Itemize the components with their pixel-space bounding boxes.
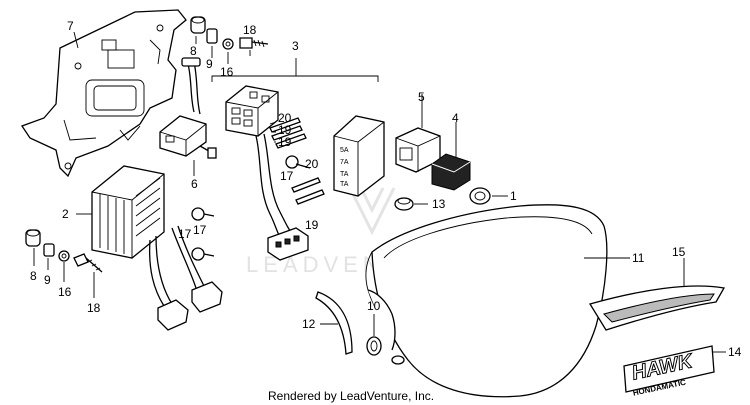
- callout-16-upper: 16: [220, 65, 234, 79]
- callout-15: 15: [672, 245, 686, 259]
- callout-14: 14: [728, 345, 742, 359]
- regulator-bolts: [191, 207, 215, 261]
- fuse-label-1: 5A: [340, 147, 349, 154]
- part-10-grommet: [366, 314, 382, 356]
- part-12-trim: [315, 291, 353, 355]
- callout-8-lower: 8: [30, 269, 37, 283]
- callout-16-lower: 16: [58, 285, 72, 299]
- fuse-label-3: TA: [340, 171, 349, 178]
- part-16-washer-upper: [222, 38, 234, 50]
- part-5-holder: [395, 94, 441, 173]
- callout-17-mid: 17: [280, 169, 294, 183]
- fuse-label-4: TA: [340, 181, 349, 188]
- part-16-washer-lower: [58, 250, 70, 262]
- callout-20-upper: 20: [278, 111, 292, 125]
- callout-19-lower: 19: [305, 218, 319, 232]
- part-18-bolt-upper: [239, 37, 253, 49]
- part-9-collar-lower: [43, 243, 55, 257]
- callout-17-left: 17: [178, 227, 192, 241]
- part-7-bracket: [21, 9, 187, 178]
- part-1-grommet: [469, 187, 508, 205]
- credit-text: Rendered by LeadVenture, Inc.: [268, 389, 434, 403]
- callout-9-upper: 9: [206, 57, 213, 71]
- callout-3: 3: [292, 39, 299, 53]
- callout-18-upper: 18: [243, 23, 257, 37]
- callout-5: 5: [418, 90, 425, 104]
- part-14-emblem: HAWK HONDAMATIC: [623, 345, 726, 398]
- callout-6: 6: [191, 177, 198, 191]
- callout-10: 10: [367, 299, 381, 313]
- upper-hardware: [190, 16, 269, 50]
- part-8-grommet-upper: [190, 16, 206, 34]
- part-8-grommet-lower: [25, 229, 41, 247]
- callout-18-lower: 18: [87, 301, 101, 315]
- callout-7: 7: [67, 19, 74, 33]
- lower-hardware: [25, 229, 103, 273]
- callout-9-lower: 9: [44, 273, 51, 287]
- callouts: 7 8 9 16 18 3 20 19 19 20 17 19 5 4 6 2 …: [30, 19, 742, 359]
- callout-19-upper: 19: [278, 123, 292, 137]
- callout-19-mid: 19: [278, 135, 292, 149]
- callout-12: 12: [302, 317, 316, 331]
- leader-lines: [33, 31, 277, 298]
- callout-2: 2: [62, 207, 69, 221]
- part-2-regulator: [76, 165, 223, 331]
- callout-20-lower: 20: [305, 157, 319, 171]
- callout-4: 4: [452, 111, 459, 125]
- part-11-side-cover: [365, 204, 630, 398]
- callout-17-right: 17: [193, 223, 207, 237]
- part-4-relay: [431, 122, 471, 191]
- fuse-label-2: 7A: [340, 159, 349, 166]
- part-15-stripe: [588, 258, 726, 331]
- part-9-collar-upper: [206, 28, 218, 44]
- callout-8-upper: 8: [190, 44, 197, 58]
- part-18-bolt-lower: [73, 253, 89, 267]
- callout-13: 13: [432, 197, 446, 211]
- part-3-fuse-assembly: 5A 7A TA TA: [211, 58, 385, 261]
- part-13-grommet: [394, 197, 428, 211]
- callout-1: 1: [510, 189, 517, 203]
- part-6-relay: [159, 57, 217, 159]
- callout-11: 11: [632, 251, 645, 265]
